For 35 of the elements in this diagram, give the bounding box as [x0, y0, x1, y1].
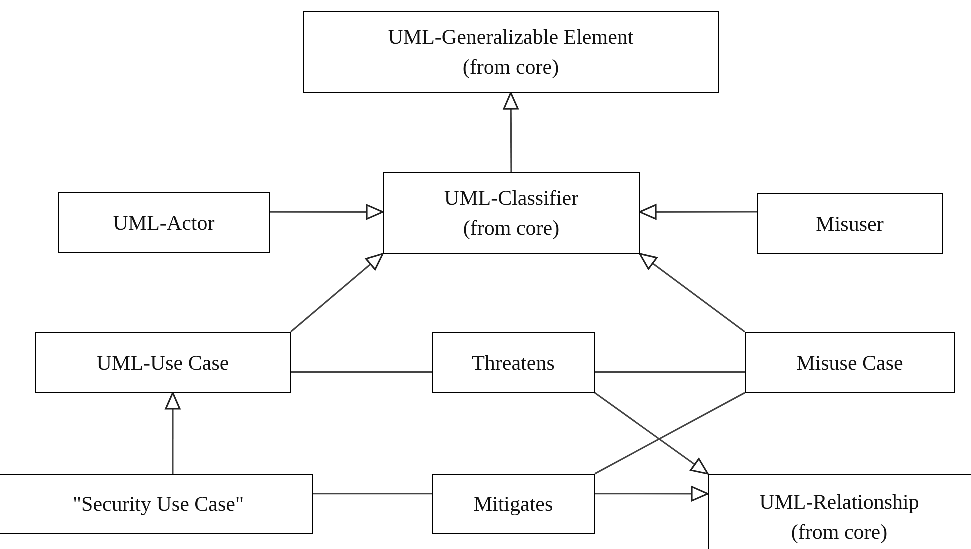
generalization-arrow [290, 253, 384, 333]
class-name: Misuse Case [796, 350, 904, 376]
class-box [58, 192, 270, 253]
generalization-arrow [270, 204, 384, 220]
class-box [432, 332, 595, 393]
package-note: (from core) [791, 519, 888, 546]
class-name: Misuser [816, 210, 884, 238]
generalization-arrow [503, 92, 519, 172]
association-line [595, 371, 745, 374]
class-box [303, 11, 719, 93]
class-name: UML-Relationship [760, 489, 920, 516]
class-box [745, 332, 955, 393]
generalization-arrow [639, 204, 757, 220]
class-box [757, 193, 943, 254]
package-note: (from core) [462, 54, 560, 81]
class-box [383, 172, 640, 254]
association-line [594, 392, 746, 475]
generalization-arrow [595, 486, 709, 502]
class-box [708, 474, 971, 549]
generalization-arrow [639, 253, 746, 333]
class-box [0, 474, 313, 534]
class-name: UML-Actor [113, 210, 215, 236]
class-box [432, 474, 595, 534]
class-name: UML-Use Case [96, 350, 230, 376]
generalization-arrow [594, 392, 709, 475]
class-name: Mitigates [474, 491, 554, 518]
class-box [35, 332, 291, 393]
class-name: Threatens [472, 350, 555, 376]
class-name: UML-Classifier [444, 185, 579, 212]
class-name: "Security Use Case" [72, 491, 244, 518]
generalization-arrow [165, 392, 181, 474]
package-note: (from core) [463, 215, 560, 242]
association-line [291, 371, 432, 374]
class-name: UML-Generalizable Element [388, 24, 634, 51]
association-line [313, 493, 432, 495]
